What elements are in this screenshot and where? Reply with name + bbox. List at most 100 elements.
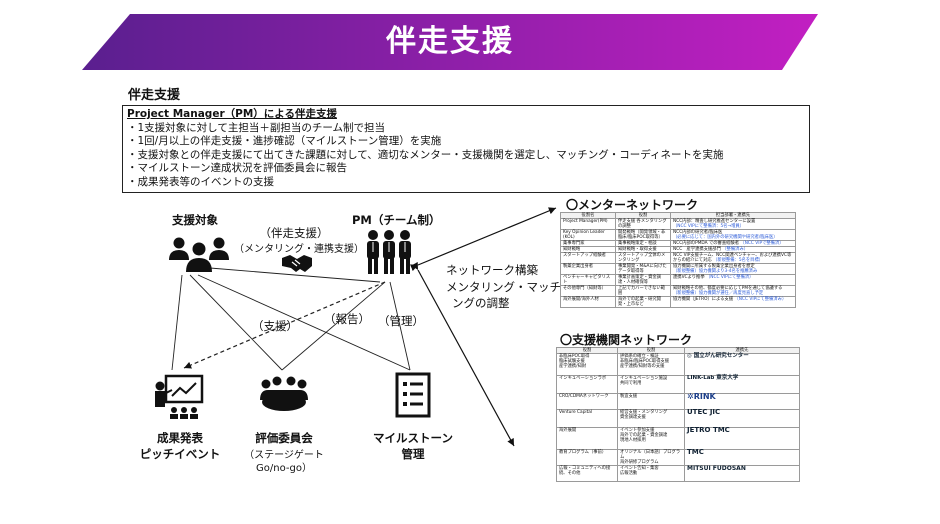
connector-target-milestone xyxy=(197,274,411,371)
report-edge-label: （報告） xyxy=(324,312,370,326)
cell-note: （NCC VIPにて整備済） xyxy=(706,275,754,280)
banner-background xyxy=(82,14,818,70)
mentor-network-table: 役割名 役割 担当部署・連携先 Project Manager(PM)伴走支援 … xyxy=(560,212,796,308)
dashed-arrow-support xyxy=(183,281,386,369)
rink-logo-icon: ✲ xyxy=(687,392,694,401)
partner-logos: JETRO TMC xyxy=(684,427,800,450)
cell-text: NCC VIP支援チーム、NCC関連ベンチャー、および連携VC等からの紹介にて対… xyxy=(673,253,792,263)
checklist-icon xyxy=(395,372,431,418)
summary-line: ・1回/月以上の伴走支援・進捗確認（マイルストーン管理）を実施 xyxy=(127,135,442,148)
connector-target-presentation xyxy=(171,274,183,371)
banner-title: 伴走支援 xyxy=(386,24,514,59)
presentation-label: 成果発表 xyxy=(157,431,203,445)
milestone-manage-label: 管理 xyxy=(401,447,425,461)
table-row: CRO/CDMAネットワーク製造支援✲RINK xyxy=(556,392,800,410)
cell-note: （NCC VIPにて整備済：5名→増員） xyxy=(673,224,744,229)
milestone-label: マイルストーン xyxy=(373,431,453,445)
cell-text: NCC内部：精査し研究推進センターに設置 xyxy=(673,219,756,224)
table-cell: その他専門（知財等） xyxy=(560,285,616,297)
table-row: Key Opinion Leader (KOL)開発戦略（開発領域・非臨床/臨床… xyxy=(560,229,796,241)
connector-target-committee xyxy=(189,274,283,371)
summary-box: Project Manager（PM）による伴走支援 ・1支援対象に対して主担当… xyxy=(122,105,810,193)
summary-heading: Project Manager（PM）による伴走支援 xyxy=(127,108,337,120)
table-row: 海外展開/海外人材海外での起業・研究開発・上市など協力機関（JETRO）による支… xyxy=(560,296,796,308)
summary-line: ・成果発表等のイベントの支援 xyxy=(127,175,274,188)
partner-logos: UTEC JIC xyxy=(684,409,800,428)
connector-target-pm xyxy=(209,267,381,283)
committee-meeting-icon xyxy=(260,376,308,411)
cell-text: 知財戦略その他、都度必要に応じてPMを通じて協議する xyxy=(673,286,783,291)
people-group-icon xyxy=(169,237,229,272)
table-cell: 評価系の確立・検証 非臨床/臨床POC取得支援 産学連携/知財等の支援 xyxy=(617,353,685,376)
table-cell: 連携VCより推挙 （NCC VIPにて整備済） xyxy=(670,274,796,286)
table-cell: 協力機関（JETRO）による支援 （NCC VIPにて整備済み） xyxy=(670,296,796,308)
support-target-label: 支援対象 xyxy=(172,213,218,227)
table-row: その他専門（知財等）上記でカバーできない範囲知財戦略その他、都度必要に応じてPM… xyxy=(560,285,796,297)
support-edge-label: （支援） xyxy=(252,319,298,333)
cell-note: （整備済み） xyxy=(722,247,749,252)
cell-note: （NCC VIPにて整備済み） xyxy=(734,297,787,302)
table-cell: 開発戦略（開発領域・非臨床/臨床POC取得等） xyxy=(615,229,671,241)
stage-gate-label: （ステージゲート xyxy=(244,450,324,461)
partner-name: RINK xyxy=(693,392,716,401)
arrow-to-support-network xyxy=(411,261,515,447)
mentor-network-title: 〇メンターネットワーク xyxy=(566,198,699,212)
partner-name: 国立がん研究センター xyxy=(693,353,749,359)
summary-line: ・支援対象との伴走支援にて出てきた課題に対して、適切なメンター・支援機関を選定し… xyxy=(127,148,724,161)
table-cell: イベント参加支援 海外での起業・資金調達 現地人材採用 xyxy=(617,427,685,450)
table-row: ベンチャーキャピタリスト事業計画策定・資金調達・人材確保等連携VCより推挙 （N… xyxy=(560,274,796,286)
table-row: 非臨床POC取得 臨床試験支援 産学連携/知財評価系の確立・検証 非臨床/臨床P… xyxy=(556,353,800,376)
go-no-go-label: Go/no-go） xyxy=(256,463,312,474)
table-cell: 海外展開/海外人材 xyxy=(560,296,616,308)
cell-text: NCC内部のPMDA での審査経験者 xyxy=(673,241,740,246)
companion-label: （伴走支援） xyxy=(259,226,329,240)
table-cell: 伴走支援 各メンタリングの調整 xyxy=(615,218,671,230)
table-cell: NCC内部の研究者/臨床医（必要に応じて：国内外の研究機関や研究者/臨床医） xyxy=(670,229,796,241)
table-cell: Project Manager(PM) xyxy=(560,218,616,230)
partner-logos: LINK-Lab 東京大学 xyxy=(684,375,800,394)
manage-edge-label: （管理） xyxy=(378,314,424,328)
presentation-icon xyxy=(155,374,204,419)
cell-note: （NCC VIPで整備済） xyxy=(740,241,784,246)
table-cell: 教育プログラム（事前） xyxy=(556,449,618,466)
table-cell: 上記でカバーできない範囲 xyxy=(615,285,671,297)
cell-note: （新規整備：5名を目標） xyxy=(713,258,764,263)
cell-text: 連携VCより推挙 xyxy=(673,275,705,280)
partner-logos: TMC xyxy=(684,449,800,466)
table-row: 製薬企業出身者事業開発・M&Aに向けたデータ取得等協力機関に所属する製薬企業出身… xyxy=(560,263,796,275)
table-cell: イベント告知・集客 広報活動 xyxy=(617,465,685,482)
summary-line: ・マイルストーン達成状況を評価委員会に報告 xyxy=(127,162,347,175)
table-cell: スタートアップ経験者 xyxy=(560,252,616,264)
support-network-table: 役割 役割 連携先 非臨床POC取得 臨床試験支援 産学連携/知財評価系の確立・… xyxy=(556,347,800,482)
business-team-icon xyxy=(367,230,411,274)
table-cell: インキュベーションラボ xyxy=(556,375,618,394)
table-cell: 製造支援 xyxy=(617,393,685,410)
title-banner: 伴走支援 xyxy=(82,14,818,70)
connector-pm-milestone xyxy=(389,281,411,371)
network-build-label: ネットワーク構築 xyxy=(446,263,538,277)
pitch-event-label: ピッチイベント xyxy=(139,447,221,461)
table-cell: Venture Capital xyxy=(556,409,618,428)
committee-label: 評価委員会 xyxy=(255,431,313,445)
summary-line: ・1支援対象に対して主担当＋副担当のチーム制で担当 xyxy=(127,121,386,134)
table-cell: NCC VIP支援チーム、NCC関連ベンチャー、および連携VC等からの紹介にて対… xyxy=(670,252,796,264)
table-cell: 海外展開 xyxy=(556,427,618,450)
table-cell: 事業計画策定・資金調達・人材確保等 xyxy=(615,274,671,286)
table-cell: 知財戦略その他、都度必要に応じてPMを通じて協議する（新規整備）協力機関が選任／… xyxy=(670,285,796,297)
table-cell: オリジナル（日本語）プログラム 海外研修プログラム xyxy=(617,449,685,466)
table-cell: ベンチャーキャピタリスト xyxy=(560,274,616,286)
cell-note: （必要に応じて：国内外の研究機関や研究者/臨床医） xyxy=(673,235,778,240)
companion-sub-label: （メンタリング・連携支援） xyxy=(234,244,364,255)
cell-text: NCC内部の研究者/臨床医 xyxy=(673,230,723,235)
cell-note: （新規整備）協力機関より3-4名を推薦済み xyxy=(673,269,758,274)
cell-text: 協力機関（JETRO）による支援 xyxy=(673,297,734,302)
table-cell: 協力機関に所属する製薬企業出身者を想定（新規整備）協力機関より3-4名を推薦済み xyxy=(670,263,796,275)
cell-text: NCC 産学連携支援部門 xyxy=(673,247,721,252)
table-cell: スタートアップ全体のメンタリング xyxy=(615,252,671,264)
